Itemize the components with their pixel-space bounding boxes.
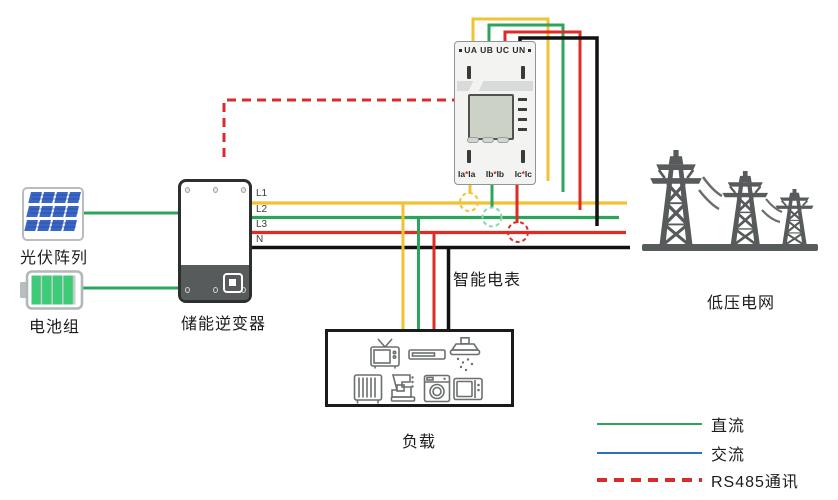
legend-dc-label: 直流 bbox=[711, 418, 746, 435]
meter-button[interactable] bbox=[467, 137, 479, 143]
meter-indicator bbox=[518, 98, 527, 101]
battery-pack-label: 电池组 bbox=[29, 319, 81, 336]
ct-lead-ic bbox=[507, 183, 529, 243]
meter-indicator bbox=[518, 108, 527, 111]
bus-label-l3: L3 bbox=[256, 219, 268, 230]
terminal-mark-icon bbox=[459, 48, 463, 52]
meter-voltage-terminals-label: UA UB UC UN bbox=[464, 45, 526, 55]
meter-voltage-tap-uc bbox=[503, 30, 582, 210]
meter-lcd-display bbox=[468, 94, 514, 140]
meter-voltage-tap-ub bbox=[487, 23, 565, 192]
tv-icon bbox=[370, 338, 400, 369]
qr-code-icon bbox=[223, 273, 243, 293]
dvd-player-icon bbox=[408, 349, 446, 360]
rs485-line-swatch bbox=[597, 478, 702, 482]
screw-icon bbox=[185, 287, 190, 293]
legend-ac-label: 交流 bbox=[711, 447, 746, 464]
meter-button[interactable] bbox=[497, 137, 509, 143]
ac-line-swatch bbox=[597, 452, 702, 454]
legend-item-ac: 交流 bbox=[597, 441, 745, 465]
washing-machine-icon bbox=[423, 374, 451, 403]
grid-label: 低压电网 bbox=[707, 295, 776, 312]
bus-label-l1: L1 bbox=[256, 188, 268, 199]
meter-button[interactable] bbox=[482, 137, 494, 143]
load-box bbox=[325, 329, 514, 407]
grid-towers-icon bbox=[642, 148, 818, 251]
terminal-screw-icon bbox=[467, 66, 471, 79]
rs485-wire bbox=[222, 98, 456, 157]
meter-voltage-tap-un bbox=[518, 36, 599, 226]
ct-lead-ia bbox=[459, 183, 479, 212]
screw-icon bbox=[185, 187, 190, 193]
meter-voltage-terminals: UA UB UC UN bbox=[455, 42, 535, 58]
range-hood-icon bbox=[449, 337, 481, 372]
terminal-screw-icon bbox=[521, 150, 525, 163]
dc-line-swatch bbox=[597, 423, 702, 425]
load-label: 负载 bbox=[402, 434, 437, 451]
bus-label-n: N bbox=[256, 234, 264, 245]
terminal-mark-icon bbox=[527, 48, 531, 52]
terminal-screw-icon bbox=[467, 150, 471, 163]
storage-inverter-label: 储能逆变器 bbox=[181, 316, 267, 333]
ct-terminal-ic: Ic*Ic bbox=[514, 169, 532, 179]
battery-pack-icon bbox=[20, 270, 84, 310]
heater-icon bbox=[353, 374, 383, 404]
meter-indicator bbox=[518, 118, 527, 121]
pv-array-label: 光伏阵列 bbox=[20, 250, 89, 267]
legend-item-dc: 直流 bbox=[597, 412, 745, 436]
pv-array-icon bbox=[22, 187, 84, 241]
bus-label-l2: L2 bbox=[256, 204, 268, 215]
smart-meter-label: 智能电表 bbox=[453, 272, 522, 289]
smart-meter: UA UB UC UN Ia*Ia Ib*Ib Ic*Ic bbox=[454, 41, 536, 185]
coffee-machine-icon bbox=[390, 374, 416, 402]
ct-lead-ib bbox=[481, 183, 503, 228]
terminal-screw-icon bbox=[521, 66, 525, 79]
microwave-icon bbox=[453, 377, 483, 401]
screw-icon bbox=[241, 187, 246, 193]
screw-icon bbox=[213, 287, 218, 293]
meter-current-terminals: Ia*Ia Ib*Ib Ic*Ic bbox=[455, 169, 535, 182]
legend-rs485-label: RS485通讯 bbox=[711, 474, 799, 491]
storage-inverter bbox=[178, 179, 252, 303]
ct-terminal-ib: Ib*Ib bbox=[485, 169, 505, 179]
ct-terminal-ia: Ia*Ia bbox=[458, 169, 476, 179]
inverter-base-panel bbox=[181, 265, 249, 300]
meter-brand-band bbox=[457, 81, 533, 91]
legend-item-rs485: RS485通讯 bbox=[597, 468, 799, 492]
meter-voltage-tap-ua bbox=[471, 17, 550, 181]
meter-indicator bbox=[518, 128, 527, 131]
screw-icon bbox=[213, 187, 218, 193]
